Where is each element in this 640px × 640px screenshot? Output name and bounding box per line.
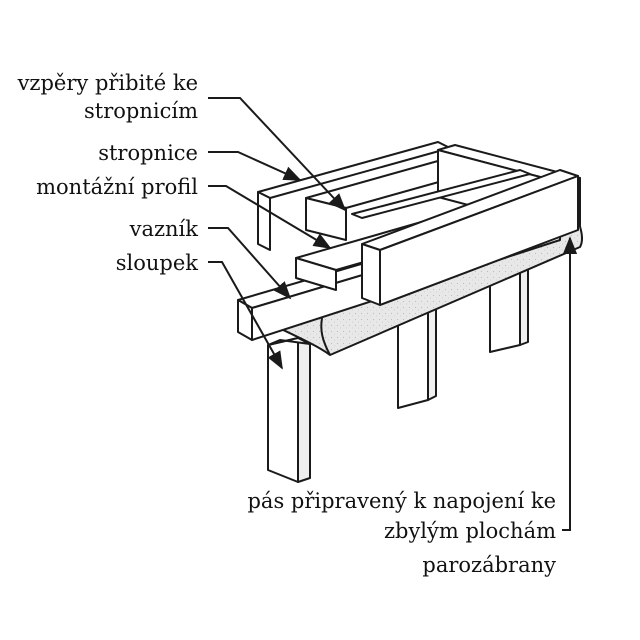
label-vzpery-line2: stropnicím xyxy=(84,99,198,123)
label-pas-line3: parozábrany xyxy=(422,553,556,577)
label-montazni-profil: montážní profil xyxy=(36,175,198,199)
leader-vzpery xyxy=(208,97,347,212)
strut xyxy=(351,169,531,219)
leader-montazni-profil xyxy=(208,185,332,249)
label-pas-line2: zbylým plochám xyxy=(383,519,556,543)
leader-stropnice xyxy=(208,151,302,181)
label-vzpery-line1: vzpěry přibité ke xyxy=(17,71,198,95)
post-front xyxy=(267,337,311,483)
leader-sloupek xyxy=(208,261,283,370)
leader-vaznik xyxy=(208,227,292,300)
leader-pas xyxy=(562,236,578,531)
label-sloupek: sloupek xyxy=(115,251,198,275)
label-vaznik: vazník xyxy=(129,217,198,241)
label-pas-line1: pás připravený k napojení ke xyxy=(247,489,556,513)
joist-front xyxy=(361,169,579,306)
label-stropnice: stropnice xyxy=(98,141,198,165)
